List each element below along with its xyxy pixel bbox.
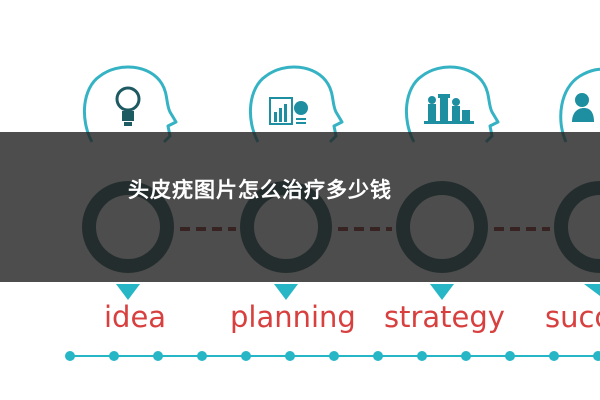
step-label-idea: idea [104, 300, 167, 334]
person-icon [572, 93, 594, 122]
head-2 [248, 65, 344, 144]
timeline-dot [109, 351, 119, 361]
timeline-dot [505, 351, 515, 361]
timeline [65, 351, 600, 361]
overlay-banner [0, 132, 600, 282]
timeline-dot [65, 351, 75, 361]
lightbulb-icon [115, 86, 141, 126]
head-3 [404, 65, 500, 144]
timeline-dot [593, 351, 600, 361]
timeline-dot [285, 351, 295, 361]
page-title: 头皮疣图片怎么治疗多少钱 [128, 178, 392, 202]
timeline-dot [373, 351, 383, 361]
step-label-strategy: strategy [384, 300, 505, 334]
timeline-dot [549, 351, 559, 361]
step-label-succ: succ [545, 300, 600, 334]
timeline-dot [197, 351, 207, 361]
report-chart-icon [269, 97, 308, 125]
timeline-dot [153, 351, 163, 361]
chess-pieces-icon [424, 94, 474, 124]
timeline-dot [241, 351, 251, 361]
timeline-dot [417, 351, 427, 361]
step-label-planning: planning [230, 300, 356, 334]
timeline-dot [461, 351, 471, 361]
head-1 [82, 65, 178, 144]
head-4 [559, 67, 600, 143]
timeline-dot [329, 351, 339, 361]
